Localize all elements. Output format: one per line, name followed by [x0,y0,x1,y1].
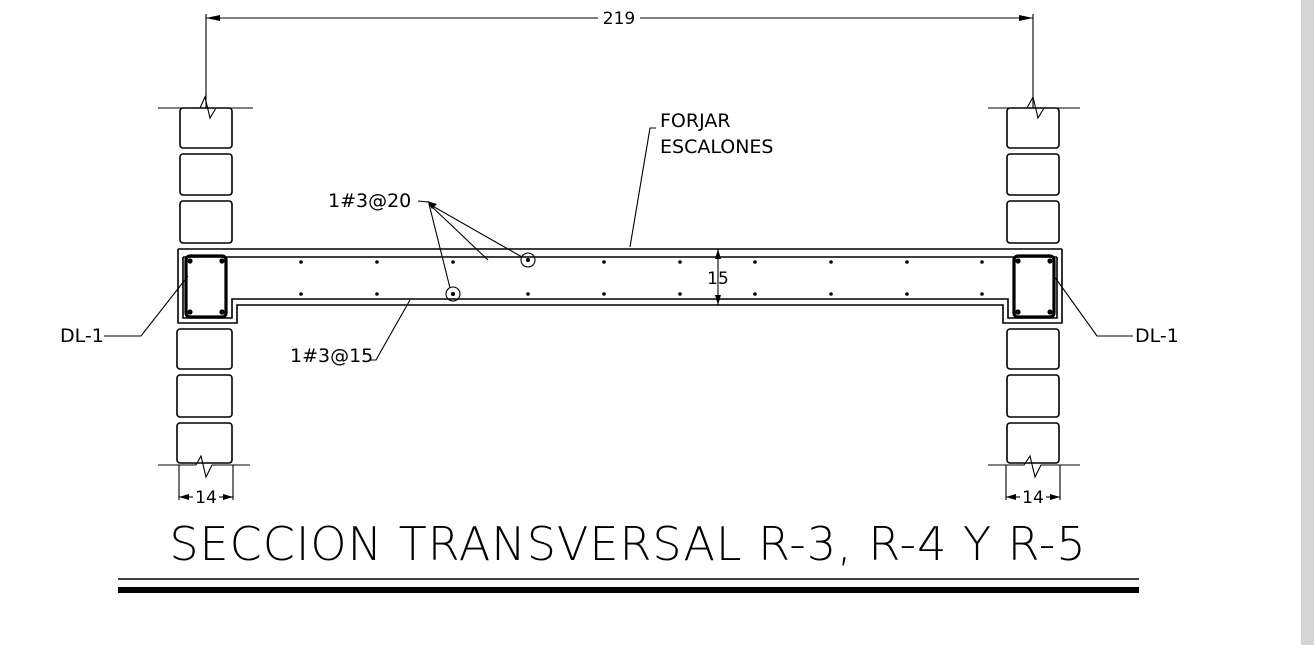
rebar-dot [829,260,833,264]
bar-dot [1047,309,1053,315]
top-rebar-leader-arrow [427,201,437,209]
left-wall-break-bottom-zigzag [195,454,250,479]
right-wall-dimension-text: 14 [1022,488,1044,508]
rebar-dot [602,292,606,296]
right-wall-break-bottom [988,454,1080,479]
top-rebar-label: 1#3@20 [328,190,411,212]
dl-left-leader [104,275,189,337]
dl-right-label: DL-1 [1135,325,1179,347]
right-wall-dim-arrow-b [1050,494,1060,500]
rebar-dot [905,260,909,264]
rebar-dot [602,260,606,264]
stirrup-right [1012,254,1056,319]
title-block: SECCION TRANSVERSAL R-3, R-4 Y R-5 [118,517,1139,593]
bar-dot [219,309,225,315]
rebar-dot [980,260,984,264]
block [1006,200,1060,244]
thickness-dimension: 15 [700,248,785,306]
block [176,374,233,418]
bottom-rebar-callout-circle [445,286,461,302]
rebar-dot [451,292,455,296]
top-rebar-leader-tail [417,200,429,203]
rebar-dot [375,292,379,296]
block [179,107,233,149]
left-wall-dim-arrow-a [179,494,189,500]
rebar-dot [678,260,682,264]
rebar-dot [905,292,909,296]
bond-beam-right [1012,254,1056,319]
left-wall-dim-arrow-b [223,494,233,500]
span-dimension-text: 219 [603,9,635,29]
rebar-dot [526,292,530,296]
slab-bottom-outline [177,249,1063,324]
block [176,422,233,464]
block [1006,107,1060,149]
thickness-arrow-top [715,249,721,259]
bottom-rebar-row [299,286,984,302]
dl-right-leader [1053,275,1133,337]
rebar-dot [980,292,984,296]
stirrup-left [184,254,228,319]
bar-dot [219,258,225,264]
left-wall-dimension-text: 14 [195,488,217,508]
block [179,200,233,244]
rebar-dot [829,292,833,296]
bar-dot [1015,258,1021,264]
span-arrow-right [1019,15,1033,21]
block [1006,422,1060,464]
rebar-dot [299,260,303,264]
drawing-title: SECCION TRANSVERSAL R-3, R-4 Y R-5 [169,517,1086,571]
rebar-dot [526,258,530,262]
forjar-leader [629,127,656,248]
span-dimension: 219 [205,9,1034,108]
right-wall-dim-arrow-a [1006,494,1016,500]
rebar-dot [678,292,682,296]
thickness-arrow-bottom [715,295,721,305]
slab-bottom-inner [182,257,1058,319]
dl-left-label: DL-1 [60,325,104,347]
bar-dot [1047,258,1053,264]
thickness-dimension-text: 15 [707,269,729,289]
top-rebar-row [299,252,984,268]
callouts: FORJAR ESCALONES 1#3@20 1#3@15 DL-1 DL-1 [60,110,1179,367]
rebar-dot [375,260,379,264]
bottom-rebar-leader [370,299,411,361]
top-rebar-leader-a [428,203,523,258]
rebar-dot [299,292,303,296]
bar-dot [1015,309,1021,315]
top-rebar-leader-b [428,203,489,261]
rebar-dot [753,292,757,296]
forjar-label-line1: FORJAR [660,110,731,132]
right-wall: 14 [988,95,1080,508]
top-rebar-leader-c [428,203,451,289]
forjar-label-line2: ESCALONES [660,136,773,158]
slab [177,248,1063,324]
block [1006,153,1060,196]
block [179,153,233,196]
bond-beam-left [184,254,228,319]
bar-dot [187,258,193,264]
rebar-dot [451,260,455,264]
rebar-dot [753,260,757,264]
left-wall: 14 [158,95,253,508]
bottom-rebar-label: 1#3@15 [290,345,373,367]
block [176,328,233,370]
block [1006,328,1060,370]
bar-dot [187,309,193,315]
span-arrow-left [206,15,220,21]
block [1006,374,1060,418]
top-rebar-callout-circle [520,252,536,268]
vertical-scrollbar[interactable] [1301,0,1314,645]
